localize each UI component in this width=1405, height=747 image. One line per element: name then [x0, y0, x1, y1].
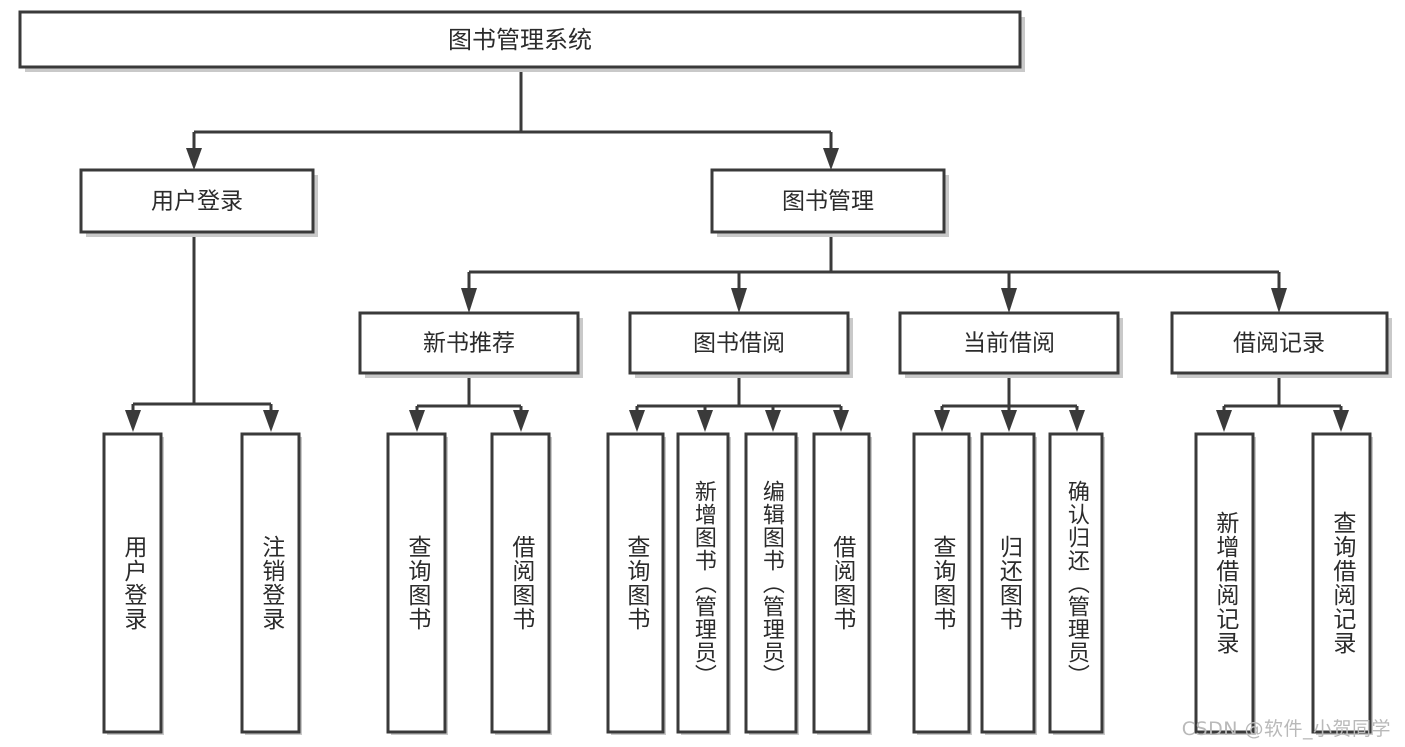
leaf-user-login-2-box: [240, 432, 301, 734]
arrow-new-book-leaf-2: [513, 410, 529, 432]
leaf-book-borrow-2[interactable]: [676, 432, 731, 735]
arrow-borrow-leaf-4: [833, 410, 849, 432]
arrow-book-mgmt-to-current: [1001, 288, 1017, 313]
node-user-login-label: 用户登录: [151, 189, 243, 215]
arrow-book-mgmt-to-record: [1271, 288, 1287, 313]
node-book-management[interactable]: 图书管理: [710, 168, 949, 237]
arrow-user-login-leaf-2: [263, 410, 279, 432]
edges-group: [125, 68, 1349, 432]
leaf-book-borrow-1[interactable]: [606, 432, 666, 735]
leaf-current-borrow-3[interactable]: [1048, 432, 1105, 735]
node-current-borrow[interactable]: 当前借阅: [898, 311, 1123, 378]
node-current-borrow-label: 当前借阅: [963, 331, 1055, 357]
arrow-current-leaf-2: [1001, 410, 1017, 432]
leaf-user-login-1-box: [102, 432, 163, 734]
node-borrow-record-label: 借阅记录: [1233, 331, 1325, 357]
leaf-user-login-2[interactable]: [240, 432, 302, 735]
arrow-current-leaf-3: [1069, 410, 1085, 432]
leaf-new-book-2-box: [490, 432, 551, 734]
leaf-current-borrow-1[interactable]: [912, 432, 972, 735]
watermark-text: CSDN @软件_小贺同学: [1181, 718, 1391, 740]
leaf-current-borrow-1-box: [912, 432, 971, 734]
leaf-book-borrow-1-box: [606, 432, 665, 734]
node-book-borrow-box: [628, 311, 850, 375]
leaf-borrow-record-1[interactable]: [1194, 432, 1256, 735]
arrow-borrow-leaf-1: [629, 410, 645, 432]
leaf-borrow-record-2-box: [1311, 432, 1372, 734]
arrow-record-leaf-1: [1216, 410, 1232, 432]
arrow-new-book-leaf-1: [409, 410, 425, 432]
node-new-book-recommend-label: 新书推荐: [423, 331, 515, 357]
leaf-book-borrow-3-box: [744, 432, 798, 734]
leaf-book-borrow-4[interactable]: [812, 432, 872, 735]
arrow-root-to-user-login: [186, 148, 202, 170]
node-user-login[interactable]: 用户登录: [79, 168, 318, 237]
leaf-new-book-1-box: [386, 432, 447, 734]
arrow-borrow-leaf-3: [765, 410, 781, 432]
node-book-borrow[interactable]: 图书借阅: [628, 311, 853, 378]
node-root-label: 图书管理系统: [448, 26, 592, 54]
arrow-user-login-leaf-1: [125, 410, 141, 432]
node-new-book-recommend-box: [358, 311, 580, 375]
leaf-current-borrow-3-box: [1048, 432, 1104, 734]
leaf-borrow-record-1-box: [1194, 432, 1255, 734]
arrow-root-to-book-mgmt: [823, 148, 839, 170]
leaf-book-borrow-2-box: [676, 432, 730, 734]
node-current-borrow-box: [898, 311, 1120, 375]
arrow-book-mgmt-to-new-book: [461, 288, 477, 313]
leaf-new-book-1[interactable]: [386, 432, 448, 735]
arrow-current-leaf-1: [934, 410, 950, 432]
leaf-current-borrow-2[interactable]: [980, 432, 1037, 735]
node-new-book-recommend[interactable]: 新书推荐: [358, 311, 583, 378]
leaf-user-login-1[interactable]: [102, 432, 164, 735]
node-user-login-box: [79, 168, 315, 234]
arrow-book-mgmt-to-borrow: [731, 288, 747, 313]
node-borrow-record-box: [1170, 311, 1389, 375]
node-book-management-label: 图书管理: [782, 189, 874, 215]
node-borrow-record[interactable]: 借阅记录: [1170, 311, 1392, 378]
leaf-new-book-2[interactable]: [490, 432, 552, 735]
leaf-current-borrow-2-box: [980, 432, 1036, 734]
node-root[interactable]: 图书管理系统: [18, 10, 1025, 72]
leaf-borrow-record-2[interactable]: [1311, 432, 1373, 735]
node-book-management-box: [710, 168, 946, 234]
node-book-borrow-label: 图书借阅: [693, 331, 785, 357]
arrow-borrow-leaf-2: [697, 410, 713, 432]
leaf-book-borrow-4-box: [812, 432, 871, 734]
arrow-record-leaf-2: [1333, 410, 1349, 432]
node-root-box: [18, 10, 1022, 69]
leaf-book-borrow-3[interactable]: [744, 432, 799, 735]
